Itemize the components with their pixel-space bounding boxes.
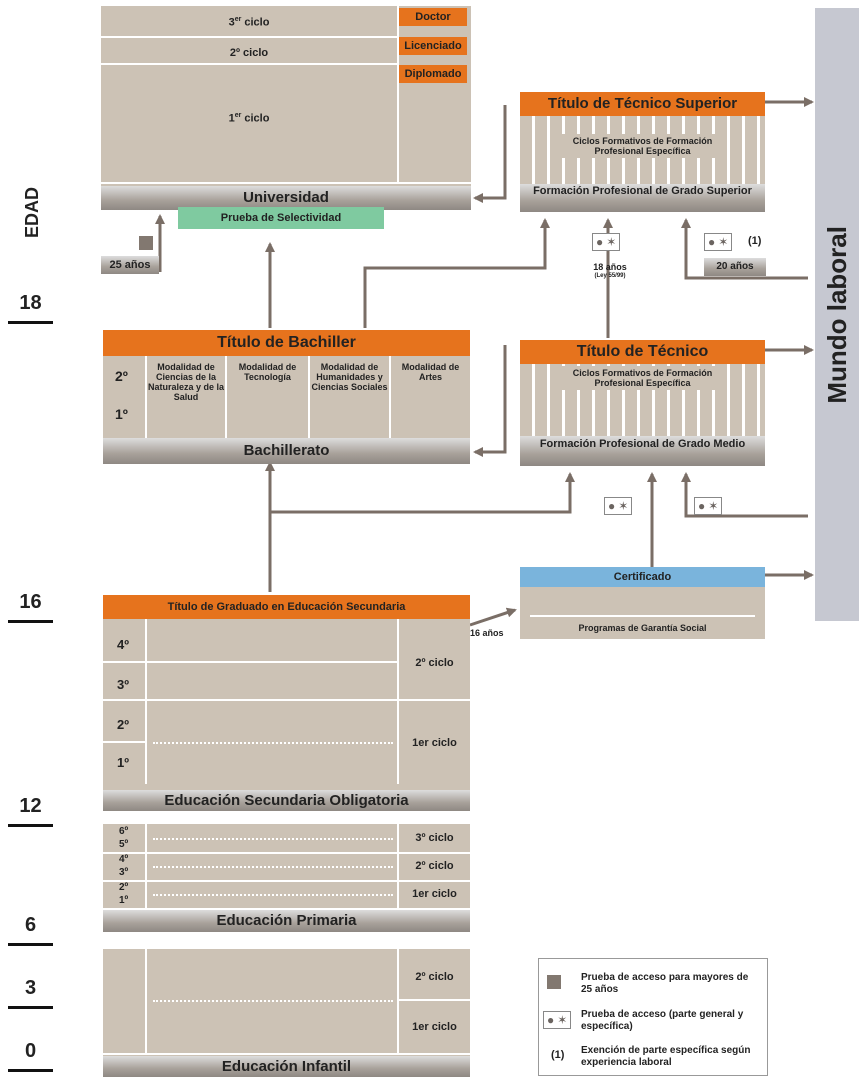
mundo-laboral-label: Mundo laboral <box>821 225 852 404</box>
bachillerato-block: 2º 1º Modalidad de Ciencias de la Natura… <box>103 356 470 464</box>
edad-label: EDAD <box>22 186 42 238</box>
garantia-label: Programas de Garantía Social <box>578 623 707 633</box>
legend-box: Prueba de acceso para mayores de 25 años… <box>538 958 768 1076</box>
eso-block: 4º 3º 2º 1º 2º ciclo 1er ciclo Educación… <box>103 619 470 811</box>
diplomado-title: Diplomado <box>399 65 467 83</box>
medio-ciclos-area: Ciclos Formativos de Formación Profesion… <box>520 364 765 436</box>
inf-ciclo-2: 2º ciclo <box>415 971 454 983</box>
mayores-25-icon <box>139 236 153 250</box>
medio-label: Formación Profesional de Grado Medio <box>520 436 765 466</box>
ciclo-2-univ: 2º ciclo <box>229 47 269 59</box>
ciclo-3-univ: 3er ciclo <box>228 16 270 29</box>
prim-ciclo-2: 2º ciclo <box>415 860 454 872</box>
primaria-block: 6º 5º 4º 3º 2º 1º 3º ciclo 2º ciclo 1er … <box>103 824 470 932</box>
prueba-acceso-icon-medio: ●✶ <box>604 497 633 515</box>
universidad-label: Universidad <box>101 186 471 210</box>
mundo-laboral-panel: Mundo laboral <box>815 8 859 621</box>
bachillerato-label: Bachillerato <box>103 438 470 464</box>
modalidad-artes: Modalidad de Artes <box>401 362 460 382</box>
doctor-title: Doctor <box>399 8 467 26</box>
arrow-superior-universidad <box>473 105 507 203</box>
inf-ciclo-1: 1er ciclo <box>412 1021 457 1033</box>
prueba-acceso-icon-trabajo: ●✶ <box>694 497 723 515</box>
age-18-label: 18 años <box>593 262 627 272</box>
licenciado-title: Licenciado <box>399 37 467 55</box>
arrow-bachiller-superior <box>363 218 550 328</box>
infantil-block: 2º ciclo 1er ciclo Educación Infantil <box>103 949 470 1077</box>
infantil-label: Educación Infantil <box>103 1056 470 1077</box>
medio-ciclos-label: Ciclos Formativos de Formación Profesion… <box>560 366 725 390</box>
arrow-tecnico-bachillerato <box>473 345 507 457</box>
legend-mayores-text: Prueba de acceso para mayores de 25 años <box>581 972 749 995</box>
prim-ciclo-3: 3º ciclo <box>415 832 454 844</box>
eso-ciclo-1: 1er ciclo <box>412 737 457 749</box>
legend-note-text: Exención de parte específica según exper… <box>581 1045 751 1068</box>
prim-year-2: 2º <box>119 882 129 893</box>
age-18: 18 <box>8 292 53 324</box>
age-12: 12 <box>8 795 53 827</box>
prim-year-4: 4º <box>119 854 129 865</box>
legend-mayores-icon <box>547 975 561 989</box>
note-1: (1) <box>748 235 762 247</box>
prim-year-3: 3º <box>119 867 129 878</box>
certificado-title: Certificado <box>520 567 765 587</box>
arrow-eso-garantia <box>469 607 517 627</box>
ciclo-1-univ: 1er ciclo <box>228 112 270 125</box>
eso-year-4: 4º <box>117 637 129 652</box>
superior-label: Formación Profesional de Grado Superior <box>520 184 765 212</box>
universidad-block: 3er ciclo 2º ciclo 1er ciclo Doctor Lice… <box>101 6 471 210</box>
superior-ciclos-label: Ciclos Formativos de Formación Profesion… <box>560 134 725 158</box>
eso-ciclo-2: 2º ciclo <box>415 657 454 669</box>
superior-ciclos-area: Ciclos Formativos de Formación Profesion… <box>520 116 765 186</box>
arrow-trabajo-medio <box>681 472 808 518</box>
prim-year-6: 6º <box>119 826 129 837</box>
age-0: 0 <box>8 1040 53 1072</box>
modalidad-tecnologia: Modalidad de Tecnología <box>238 362 297 382</box>
titulo-bachiller: Título de Bachiller <box>103 330 470 356</box>
eso-year-1: 1º <box>117 755 129 770</box>
legend-prueba-text: Prueba de acceso (parte general y especí… <box>581 1009 744 1032</box>
legend-prueba-icon: ●✶ <box>543 1011 572 1029</box>
bach-year-2: 2º <box>115 368 128 384</box>
prueba-selectividad: Prueba de Selectividad <box>178 207 384 229</box>
prim-year-1: 1º <box>119 895 129 906</box>
eso-year-3: 3º <box>117 677 129 692</box>
age-3: 3 <box>8 977 53 1009</box>
titulo-tecnico-superior: Título de Técnico Superior <box>520 92 765 116</box>
prim-ciclo-1: 1er ciclo <box>412 888 457 900</box>
eso-year-2: 2º <box>117 717 129 732</box>
age-16: 16 <box>8 591 53 623</box>
modalidad-ciencias: Modalidad de Ciencias de la Naturaleza y… <box>147 362 225 402</box>
arrow-eso-tecnico <box>270 472 575 514</box>
eso-label: Educación Secundaria Obligatoria <box>103 790 470 811</box>
age-20-label: 20 años <box>704 258 766 276</box>
titulo-graduado-eso: Título de Graduado en Educación Secundar… <box>103 595 470 619</box>
primaria-label: Educación Primaria <box>103 910 470 932</box>
prueba-acceso-icon-superior: ●✶ <box>592 233 621 251</box>
ley-label: (Ley 55/99) <box>594 273 626 279</box>
prueba-acceso-icon-20: ●✶ <box>704 233 733 251</box>
garantia-age: 16 años <box>470 628 504 638</box>
legend-note-key: (1) <box>551 1049 565 1061</box>
modalidad-humanidades: Modalidad de Humanidades y Ciencias Soci… <box>311 362 388 392</box>
titulo-tecnico: Título de Técnico <box>520 340 765 364</box>
garantia-block: Programas de Garantía Social <box>520 587 765 639</box>
prim-year-5: 5º <box>119 839 129 850</box>
age-6: 6 <box>8 914 53 946</box>
bach-year-1: 1º <box>115 406 128 422</box>
arrow-20anos-superior <box>681 218 808 280</box>
mayores-25-label: 25 años <box>101 256 159 274</box>
